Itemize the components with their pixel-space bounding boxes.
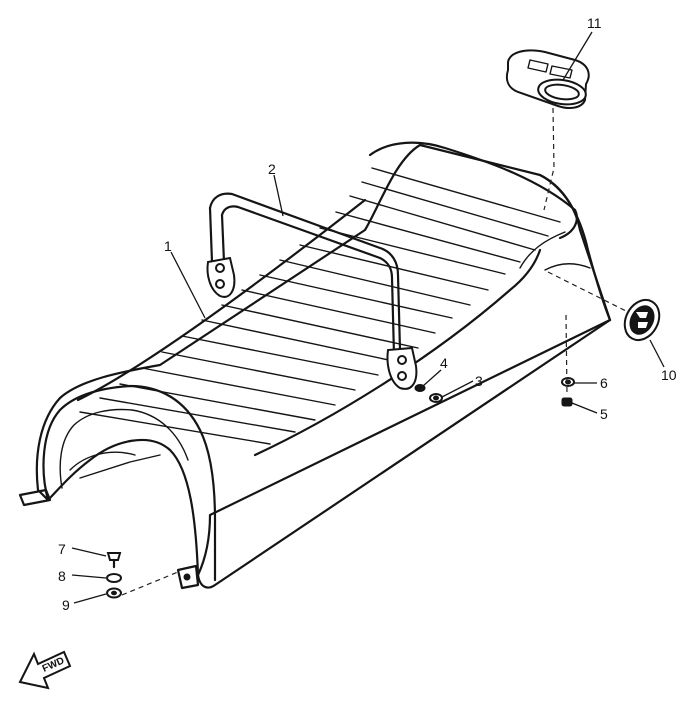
callout-3: 3 — [475, 373, 483, 389]
callout-labels: 1 2 3 4 5 6 7 8 9 10 11 — [58, 15, 677, 613]
callout-8: 8 — [58, 568, 66, 584]
callout-2: 2 — [268, 161, 276, 177]
callout-1: 1 — [164, 238, 172, 254]
callout-7: 7 — [58, 541, 66, 557]
callout-9: 9 — [62, 597, 70, 613]
callout-11: 11 — [587, 15, 602, 31]
callout-4: 4 — [440, 355, 448, 371]
tool-pouch — [505, 49, 590, 211]
hardware-bolts — [106, 314, 575, 599]
leader-lines — [71, 31, 665, 604]
emblem-badge — [547, 271, 661, 342]
callout-10: 10 — [661, 367, 677, 383]
fwd-direction-arrow: FWD — [18, 650, 72, 690]
callout-5: 5 — [600, 406, 608, 422]
seat-pleats — [76, 141, 578, 457]
grab-strap — [206, 192, 418, 390]
callout-6: 6 — [600, 375, 608, 391]
